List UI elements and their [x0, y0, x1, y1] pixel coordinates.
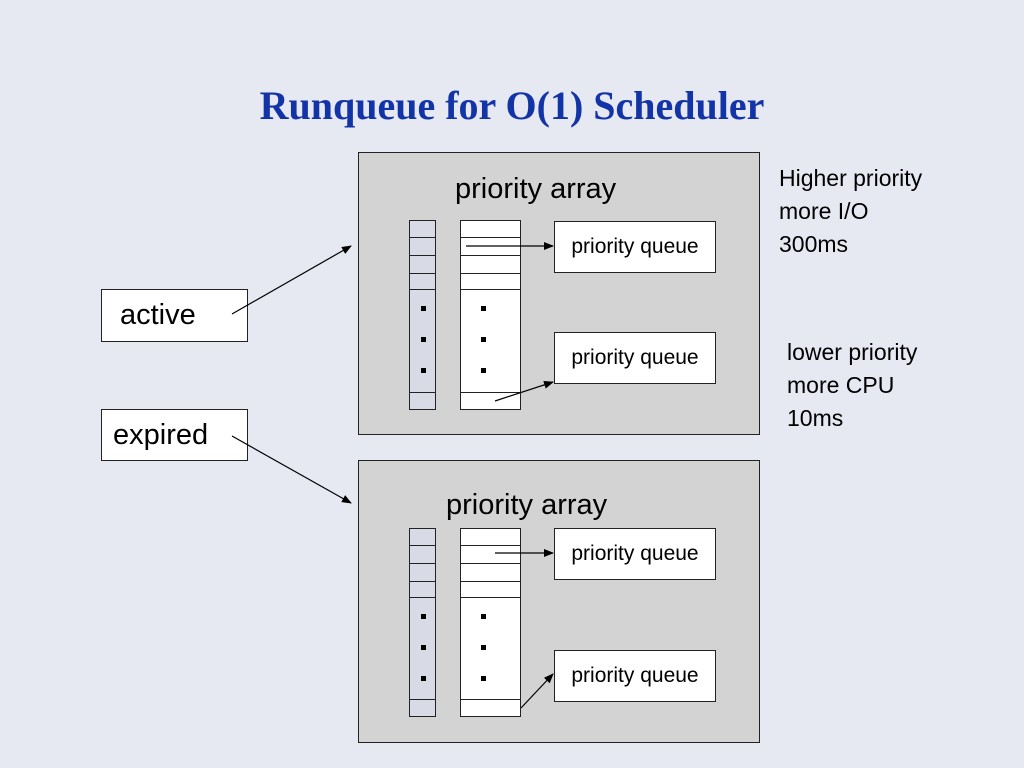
priority-queue-box: priority queue	[554, 650, 716, 702]
ellipsis-dot	[481, 368, 486, 373]
priority-queue-box: priority queue	[554, 528, 716, 580]
queue-arrow	[494, 381, 554, 402]
queue-list-column	[460, 528, 521, 717]
note-higher-priority: Higher priority more I/O 300ms	[779, 165, 923, 257]
ellipsis-dot	[421, 614, 426, 619]
ellipsis-dot	[421, 645, 426, 650]
priority-array-title: priority array	[455, 173, 617, 205]
expired-pointer-box: expired	[101, 409, 248, 461]
queue-list-column	[460, 220, 521, 410]
ellipsis-dot	[481, 614, 486, 619]
ellipsis-dot	[421, 368, 426, 373]
ellipsis-dot	[481, 645, 486, 650]
ellipsis-dot	[421, 306, 426, 311]
expired-arrow	[231, 435, 352, 504]
ellipsis-dot	[421, 676, 426, 681]
bitmap-column	[409, 528, 436, 717]
page-title: Runqueue for O(1) Scheduler	[259, 83, 765, 128]
ellipsis-dot	[481, 306, 486, 311]
ellipsis-dot	[421, 337, 426, 342]
note-lower-priority: lower priority more CPU 10ms	[787, 339, 918, 431]
active-pointer-box: active	[101, 289, 248, 342]
priority-queue-box: priority queue	[554, 221, 716, 273]
priority-array-title: priority array	[446, 489, 608, 521]
bitmap-column	[409, 220, 436, 410]
active-arrow	[231, 245, 352, 315]
ellipsis-dot	[481, 676, 486, 681]
queue-arrow	[520, 673, 554, 709]
ellipsis-dot	[481, 337, 486, 342]
priority-queue-box: priority queue	[554, 332, 716, 384]
